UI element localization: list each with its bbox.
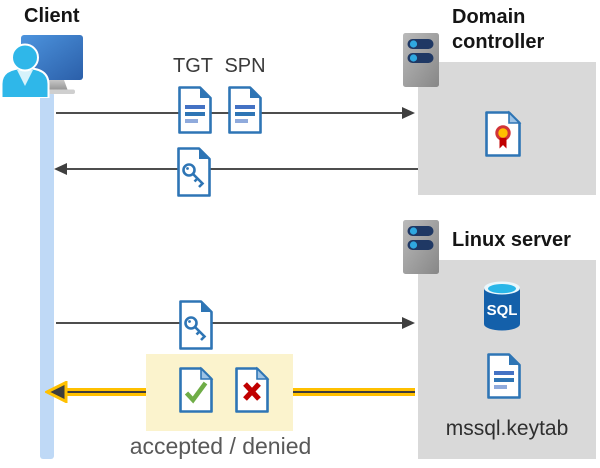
highlight-box [146, 354, 293, 431]
service-key-ticket-icon [178, 299, 214, 351]
service-request-arrowhead-icon [402, 317, 415, 329]
spn-document-icon [227, 85, 263, 135]
service-request-line [56, 322, 404, 324]
accepted-document-icon [178, 366, 214, 414]
domain-controller-server-icon [402, 32, 440, 88]
linux-server-title: Linux server [452, 229, 571, 251]
client-lifeline [40, 92, 54, 459]
tgt-document-icon [177, 85, 213, 135]
keytab-file-icon [486, 352, 522, 400]
tgt-label: TGT [173, 55, 213, 77]
client-icon [0, 26, 100, 98]
keytab-label: mssql.keytab [445, 417, 569, 440]
domain-controller-title: Domain controller [452, 6, 545, 53]
tgt-response-arrowhead-icon [54, 163, 67, 175]
client-title: Client [24, 5, 80, 27]
sql-badge-text: SQL [487, 302, 518, 319]
auth-result-arrowhead-icon [45, 381, 69, 403]
tgt-request-arrowhead-icon [402, 107, 415, 119]
denied-document-icon [234, 366, 270, 414]
person-icon [0, 43, 50, 98]
tgt-key-ticket-icon [176, 146, 212, 198]
spn-label: SPN [224, 55, 266, 77]
certificate-icon [484, 110, 522, 158]
result-label: accepted / denied [129, 433, 312, 459]
tgt-response-line [65, 168, 418, 170]
linux-server-icon [402, 219, 440, 275]
sql-database-icon: SQL [481, 280, 523, 332]
